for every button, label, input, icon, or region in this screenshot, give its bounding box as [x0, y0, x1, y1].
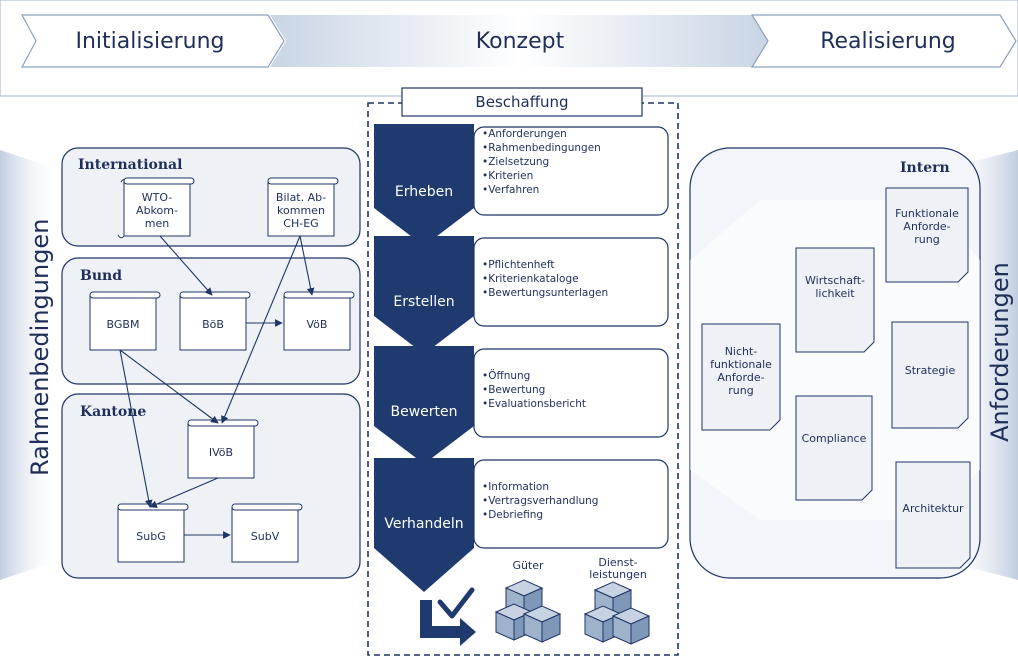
- erstellen-bullets: Pflichtenheft Kriterienkataloge Bewertun…: [482, 258, 608, 300]
- nichtfunktionale-anforderung-doc: Nicht- funktionale Anforde- rung: [710, 345, 772, 397]
- phase-realisierung-arrow: [750, 14, 1017, 68]
- check-icon: [437, 587, 475, 619]
- step-erheben-label: Erheben: [394, 184, 454, 200]
- ivoeb-doc: IVöB: [208, 445, 234, 459]
- kantone-title: Kantone: [80, 404, 147, 420]
- phase-initialisierung-arrow: [20, 14, 285, 68]
- chevron-bewerten: [374, 346, 474, 464]
- chevron-erheben: [374, 124, 474, 246]
- bgbm-doc: BGBM: [106, 317, 140, 331]
- voeb-doc: VöB: [306, 317, 328, 331]
- bullet-item: Evaluationsbericht: [482, 397, 586, 411]
- bullet-item: Bewertungsunterlagen: [482, 286, 608, 300]
- subv-doc: SubV: [250, 529, 280, 543]
- step-verhandeln-label: Verhandeln: [384, 516, 464, 532]
- bullet-item: Pflichtenheft: [482, 258, 608, 272]
- rahmenbedingungen-label: Rahmenbedingungen: [26, 218, 54, 476]
- bullet-item: Rahmenbedingungen: [482, 141, 601, 155]
- gueter-cubes-icon: [494, 579, 562, 643]
- gueter-label: Güter: [512, 559, 544, 572]
- bullet-item: Bewertung: [482, 383, 586, 397]
- phase-initialisierung: Initialisierung: [75, 28, 225, 54]
- wirtschaftlichkeit-doc: Wirtschaft- lichkeit: [805, 274, 865, 300]
- anforderungen-label: Anforderungen: [986, 262, 1014, 442]
- bund-title: Bund: [80, 268, 122, 284]
- bullet-item: Kriterien: [482, 169, 601, 183]
- bullet-item: Verfahren: [482, 183, 601, 197]
- subg-doc: SubG: [136, 529, 166, 543]
- compliance-doc: Compliance: [801, 431, 867, 445]
- international-title: International: [78, 157, 183, 173]
- boeb-doc: BöB: [202, 317, 224, 331]
- bullet-item: Öffnung: [482, 369, 586, 383]
- chevron-erstellen: [374, 236, 474, 354]
- beschaffung-label: Beschaffung: [475, 93, 569, 111]
- phase-realisierung: Realisierung: [820, 28, 956, 54]
- bewerten-bullets: Öffnung Bewertung Evaluationsbericht: [482, 369, 586, 411]
- bullet-item: Anforderungen: [482, 127, 601, 141]
- bullet-item: Zielsetzung: [482, 155, 601, 169]
- chevron-verhandeln: [374, 458, 474, 592]
- step-bewerten-label: Bewerten: [390, 404, 458, 420]
- dienstleistungen-cubes-icon: [583, 581, 651, 645]
- bullet-item: Debriefing: [482, 508, 598, 522]
- phase-konzept: Konzept: [475, 28, 565, 54]
- architektur-doc: Architektur: [902, 501, 964, 515]
- verhandeln-bullets: Information Vertragsverhandlung Debriefi…: [482, 480, 598, 522]
- bilat-abkommen-doc: Bilat. Ab- kommen CH-EG: [275, 190, 327, 230]
- erheben-bullets: Anforderungen Rahmenbedingungen Zielsetz…: [482, 127, 601, 197]
- step-erstellen-label: Erstellen: [393, 294, 455, 310]
- dienstleistungen-label: Dienst- leistungen: [589, 556, 647, 581]
- funktionale-anforderung-doc: Funktionale Anforde- rung: [895, 206, 959, 246]
- intern-title: Intern: [900, 160, 950, 176]
- phase-konzept-arrow: [270, 15, 768, 67]
- bullet-item: Information: [482, 480, 598, 494]
- wto-abkommen-doc: WTO- Abkom- men: [136, 190, 178, 230]
- result-arrow-icon: [420, 600, 476, 646]
- bullet-item: Kriterienkataloge: [482, 272, 608, 286]
- bullet-item: Vertragsverhandlung: [482, 494, 598, 508]
- strategie-doc: Strategie: [904, 363, 956, 377]
